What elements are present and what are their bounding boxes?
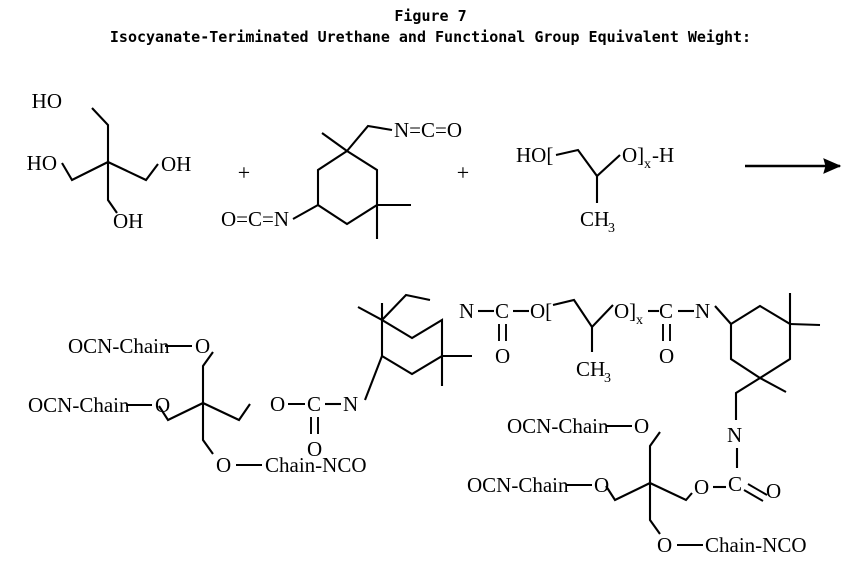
bond-product-ppg-backbone	[552, 298, 614, 329]
label-ho-top: HO	[32, 89, 62, 113]
label-left-arm3-chain: Chain-NCO	[265, 453, 367, 477]
reactant-pentaerythritol: HO HO OH OH	[27, 89, 192, 233]
bond-right-ipdi-ch2	[734, 377, 761, 420]
bond-methyl-upper-left	[321, 132, 348, 152]
cyclohexane-ring-left-product	[380, 318, 444, 376]
bond-ppg-backbone	[555, 148, 621, 178]
bond-right-arm4	[649, 482, 693, 502]
bond-c-to-ho-top	[91, 107, 110, 162]
bond-right-arm3	[648, 483, 661, 535]
label-right-arm3-o: O	[657, 533, 672, 557]
label-oh-bottom: OH	[113, 209, 143, 233]
label-left-carb-o-carbonyl: O	[307, 437, 322, 461]
label-lr-carb-c: C	[728, 472, 742, 496]
bond-right-ipdi-methyl-3	[759, 377, 787, 393]
bond-left-arm3	[201, 403, 214, 455]
label-left-arm2-o: O	[155, 393, 170, 417]
bond-left-ipdi-ch2	[381, 293, 431, 321]
bond-left-arm2	[158, 402, 204, 422]
label-left-arm3-o: O	[216, 453, 231, 477]
bond-c-to-ho-left	[61, 161, 109, 182]
label-product-x-subscript: x	[636, 313, 643, 328]
label-left-arm2-chain: OCN-Chain	[28, 393, 130, 417]
bond-right-ipdi-methyl-2	[789, 322, 821, 327]
product-ppg-segment: O] x CH 3	[552, 298, 643, 386]
bond-right-arm1	[648, 431, 661, 483]
label-right-arm1-chain: OCN-Chain	[507, 414, 609, 438]
label-o-bracket: O]	[622, 143, 644, 167]
product-structure: OCN-Chain O OCN-Chain O O Chain-NCO O C …	[28, 293, 821, 557]
product-upper-carbamate: N C O[ O	[459, 299, 552, 368]
label-ho-bracket: HO[	[516, 143, 553, 167]
plus-sign-1: +	[238, 160, 250, 185]
label-right-carb-o-carbonyl: O	[659, 344, 674, 368]
bond-ring-to-n-left	[364, 355, 383, 401]
label-left-carb-c: C	[307, 392, 321, 416]
label-left-arm1-o: O	[195, 334, 210, 358]
bond-lr-carbonyl-a	[747, 483, 768, 496]
label-ho-left: HO	[27, 151, 57, 175]
label-right-arm2-o: O	[594, 473, 609, 497]
bond-ch2-to-nco	[346, 124, 393, 152]
label-left-arm1-chain: OCN-Chain	[68, 334, 170, 358]
label-upper-carb-o-bracket: O[	[530, 299, 552, 323]
label-upper-carb-n: N	[459, 299, 474, 323]
label-right-arm1-o: O	[634, 414, 649, 438]
product-right-pentaerythritol: OCN-Chain O OCN-Chain O O Chain-NCO	[467, 414, 807, 557]
figure-title-block: Figure 7 Isocyanate-Teriminated Urethane…	[0, 6, 861, 48]
label-product-o-close: O]	[614, 299, 636, 323]
label-nco-top: N=C=O	[394, 118, 462, 142]
bond-lr-carbonyl-b	[743, 489, 764, 502]
label-left-carb-n: N	[343, 392, 358, 416]
label-upper-carb-o-carbonyl: O	[495, 344, 510, 368]
bond-right-arm2	[605, 482, 651, 502]
bond-left-arm4	[202, 402, 251, 422]
label-oh-right: OH	[161, 152, 191, 176]
label-right-arm3-chain: Chain-NCO	[705, 533, 807, 557]
bond-n-to-ring-right	[714, 305, 732, 325]
cyclohexane-ring-right-product	[729, 304, 792, 380]
figure-caption: Isocyanate-Teriminated Urethane and Func…	[109, 28, 752, 46]
label-ocn-bottom: O=C=N	[221, 207, 289, 231]
figure-label: Figure 7	[394, 7, 467, 25]
product-left-carbamate: O C N O	[270, 392, 358, 461]
label-h-terminal: -H	[652, 143, 674, 167]
label-x-subscript: x	[644, 157, 651, 172]
bond-c-to-oh-right	[107, 161, 159, 182]
label-right-carb-c: C	[659, 299, 673, 323]
label-product-ppg-methyl: CH	[576, 357, 605, 381]
reactant-isophorone-diisocyanate: N=C=O O=C=N	[221, 118, 462, 239]
cyclohexane-ring	[316, 149, 379, 226]
label-left-carb-o-ester: O	[270, 392, 285, 416]
bond-ring-to-n	[292, 204, 319, 220]
label-upper-carb-c: C	[495, 299, 509, 323]
label-lr-carb-o-carbonyl: O	[766, 479, 781, 503]
bond-left-arm1	[201, 351, 214, 403]
plus-sign-2: +	[457, 160, 469, 185]
label-ppg-methyl: CH	[580, 207, 609, 231]
label-right-arm2-chain: OCN-Chain	[467, 473, 569, 497]
label-lr-carb-o-ester: O	[694, 475, 709, 499]
arrow-head	[823, 158, 842, 174]
label-right-carb-n: N	[695, 299, 710, 323]
label-product-ppg-methyl-sub: 3	[604, 371, 611, 386]
product-left-pentaerythritol: OCN-Chain O OCN-Chain O O Chain-NCO	[28, 334, 367, 477]
bond-left-ipdi-methyl-2	[357, 306, 383, 321]
reactant-polypropylene-glycol: HO[ O] x -H CH 3	[516, 143, 674, 236]
label-lr-carb-n: N	[727, 423, 742, 447]
reaction-arrow	[745, 158, 842, 174]
product-left-ipdi-ring	[357, 293, 472, 401]
label-ppg-methyl-sub: 3	[608, 221, 615, 236]
product-lower-right-carbamate: N C O O	[694, 423, 781, 503]
product-right-ipdi-ring	[714, 293, 821, 420]
product-right-carbamate: C N O	[648, 299, 710, 368]
bond-c-to-oh-bottom	[106, 162, 118, 214]
